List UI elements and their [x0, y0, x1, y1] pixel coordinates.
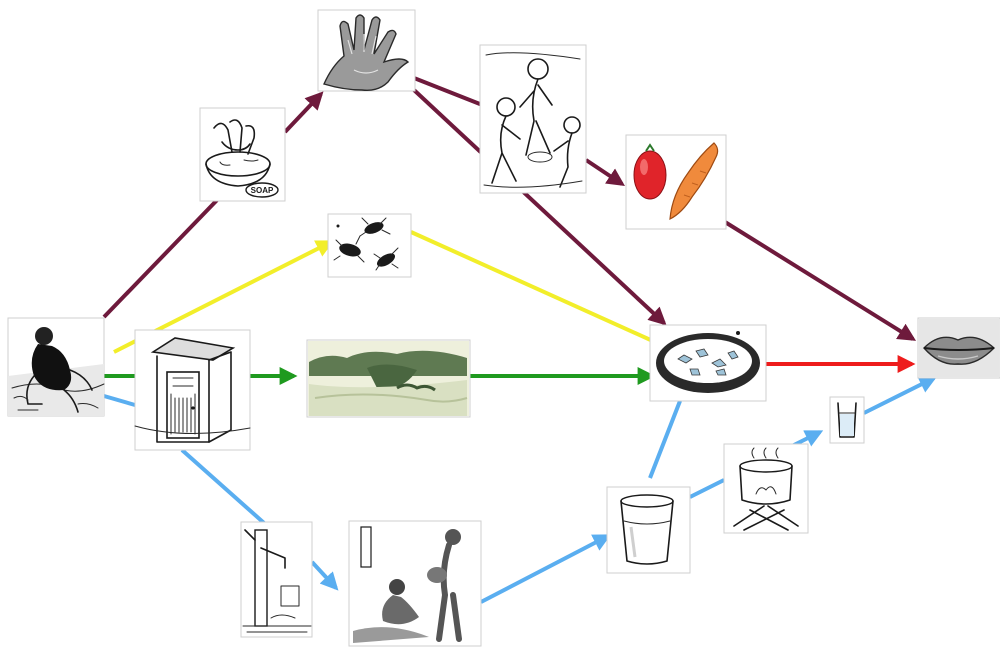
- mouth-icon: [919, 319, 999, 377]
- edge-fetching-cup: [480, 534, 612, 604]
- node-flies: [327, 213, 412, 278]
- tomato-carrot-icon: [633, 142, 719, 221]
- water-pump-icon: [242, 529, 312, 633]
- edge-hand-children: [413, 76, 491, 110]
- node-boiling: [723, 443, 809, 534]
- drinking-glass-icon: [837, 402, 857, 438]
- node-hand: [317, 9, 416, 92]
- node-pump-frame: [240, 521, 313, 638]
- edge-hand-food: [412, 88, 667, 326]
- node-children: [479, 44, 587, 194]
- node-latrine: [134, 329, 251, 451]
- edge-vegetables-mouth: [723, 220, 917, 341]
- soap-label: SOAP: [251, 186, 274, 195]
- edge-source-handwashing: [102, 195, 222, 319]
- edge-handwashing-hand: [283, 91, 324, 134]
- node-mouth: [917, 317, 1000, 379]
- latrine-icon: [134, 337, 251, 443]
- node-fields: [306, 339, 471, 418]
- node-cup: [606, 486, 691, 574]
- water-cup-icon: [620, 494, 674, 565]
- edge-children-vegetables: [584, 158, 625, 186]
- hand-icon: [323, 14, 410, 92]
- node-food: [649, 324, 767, 402]
- node-clean-glass: [829, 396, 865, 444]
- edge-pump-fetching: [310, 560, 339, 591]
- node-water-fetching: [348, 520, 482, 647]
- edge-latrine-pump: [180, 448, 266, 525]
- node-vegetables: [625, 134, 727, 230]
- person-defecating-icon: [8, 327, 105, 416]
- flies-icon: [333, 217, 399, 271]
- edge-cup-boiling: [689, 478, 725, 499]
- edge-flies-food: [410, 230, 656, 344]
- edge-glass-mouth: [863, 376, 938, 415]
- fields-icon: [308, 341, 469, 416]
- food-plate-icon: [656, 331, 760, 393]
- women-fetching-water-icon: [353, 526, 462, 643]
- node-handwashing: SOAP: [199, 107, 286, 202]
- edge-source-latrine-blue: [103, 394, 136, 407]
- children-eating-icon: [483, 52, 583, 188]
- edge-cup-food: [648, 400, 682, 479]
- edge-layer: [102, 76, 938, 604]
- node-source: [7, 317, 105, 417]
- node-pump: [240, 521, 313, 638]
- handwashing-basin-soap-icon: SOAP: [205, 119, 279, 198]
- boiling-pot-icon: [733, 447, 799, 531]
